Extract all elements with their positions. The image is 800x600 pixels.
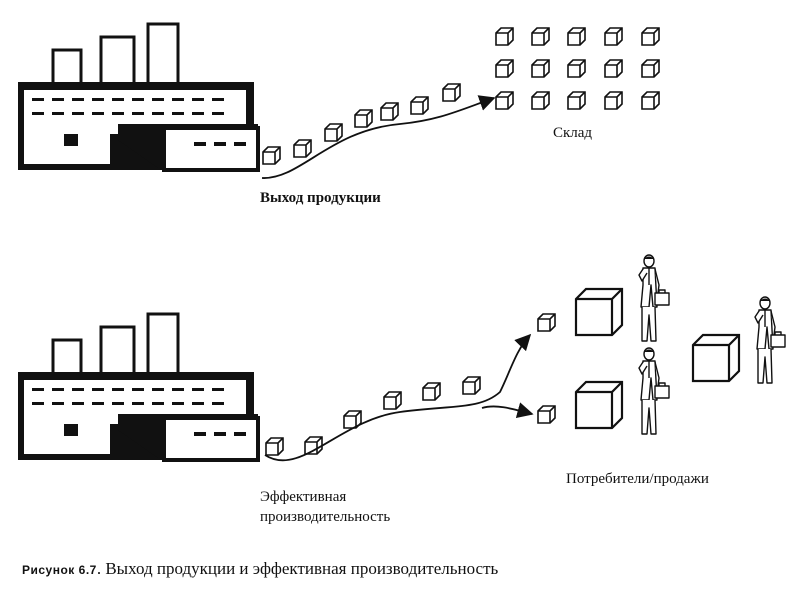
efficiency-arrow-lower <box>481 402 534 418</box>
efficiency-label-line1: Эффективная <box>260 489 347 505</box>
person-with-briefcase-icon <box>638 347 670 435</box>
figure-number: Рисунок 6.7 <box>22 563 97 577</box>
consumer-boxes <box>537 287 741 430</box>
person-with-briefcase-icon <box>754 296 786 384</box>
figure-caption-text: . Выход продукции и эффективная производ… <box>96 559 499 578</box>
output-boxes <box>262 83 461 165</box>
efficiency-label-line2: производительность <box>260 509 391 525</box>
factory-icon-bottom <box>16 312 260 462</box>
warehouse-boxes <box>495 27 660 110</box>
output-label: Выход продукции <box>260 190 381 206</box>
warehouse-label: Склад <box>553 125 593 141</box>
figure-caption: Рисунок 6.7. Выход продукции и эффективн… <box>22 559 498 579</box>
factory-icon-top <box>16 22 260 172</box>
person-with-briefcase-icon <box>638 254 670 342</box>
output-arrow <box>261 95 496 179</box>
efficiency-boxes <box>265 376 481 456</box>
consumers-label: Потребители/продажи <box>566 471 709 487</box>
efficiency-arrow-upper <box>264 333 532 462</box>
